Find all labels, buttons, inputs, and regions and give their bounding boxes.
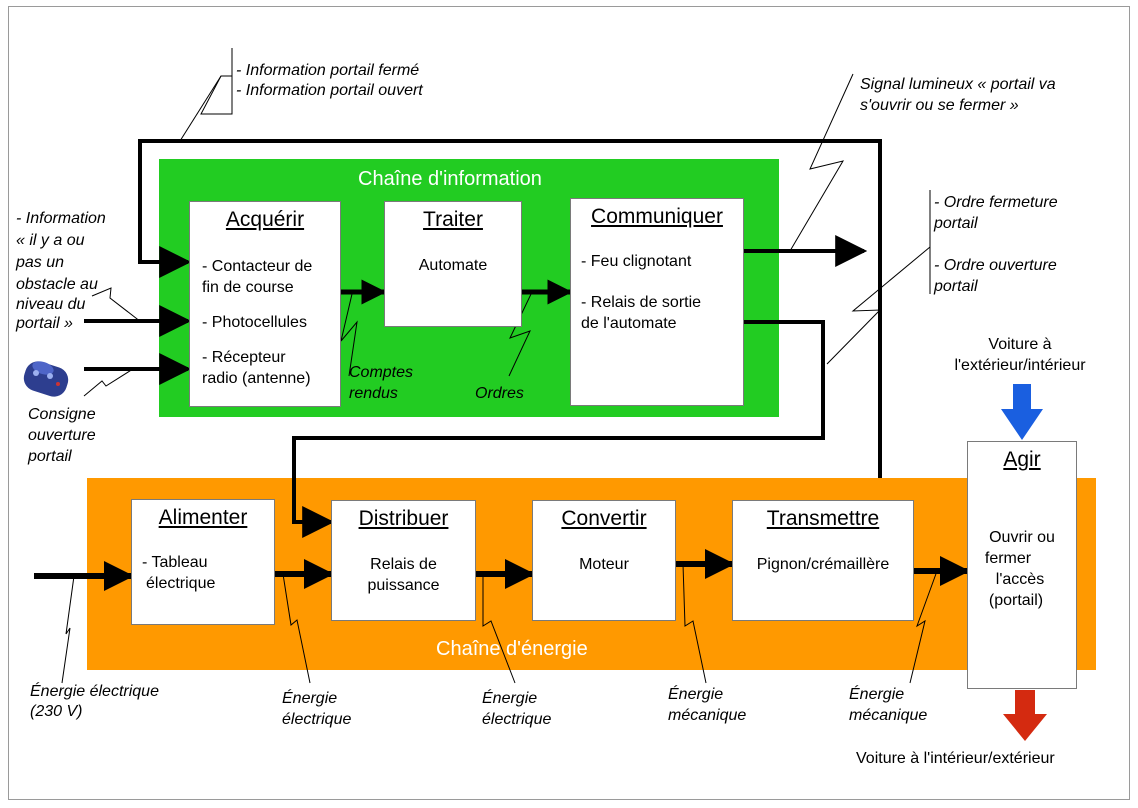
box-acquerir-title: Acquérir [225,208,305,231]
label-obstacle-5: niveau du [16,296,86,313]
energy-chain-title: Chaîne d'énergie [436,638,588,660]
information-chain-title: Chaîne d'information [358,168,542,190]
label-ordre-fermeture-1: - Ordre fermeture [934,194,1058,211]
leader-230 [61,575,75,684]
box-convertir-title: Convertir [561,507,647,530]
box-transmettre: Transmettre Pignon/crémaillère [732,500,914,621]
order-to-distribuer-line [292,320,825,538]
label-obstacle-1: - Information [16,210,106,227]
arrow-in-icon [1001,384,1043,440]
label-energie-meca-1a: Énergie [668,686,724,703]
label-energie-230-1: Énergie électrique [30,683,159,700]
box-communiquer: Communiquer - Feu clignotant - Relais de… [570,198,744,406]
acquerir-line-4: - Récepteur [202,349,286,366]
label-voiture-int: Voiture à l'intérieur/extérieur [856,750,1055,767]
distribuer-line-2: puissance [367,577,440,594]
label-energie-meca-2a: Énergie [849,686,905,703]
acquerir-line-5: radio (antenne) [202,370,311,387]
box-distribuer: Distribuer Relais de puissance [331,500,476,621]
alimenter-line-2: électrique [146,575,216,592]
communiquer-line-2: - Relais de sortie [581,294,702,311]
leader-consigne [83,368,134,397]
agir-line-3: l'accès [995,571,1045,588]
label-energie-elec-2a: Énergie [482,690,538,707]
label-obstacle-6: portail » [16,315,73,332]
agir-line-4: (portail) [988,592,1044,609]
label-comptes-2: rendus [349,385,398,402]
label-consigne-1: Consigne [28,406,96,423]
arrow-out-icon [1003,690,1047,741]
label-energie-meca-1b: mécanique [668,707,747,724]
distribuer-line-1: Relais de [370,556,437,573]
label-comptes-1: Comptes [349,364,414,381]
feedback-line [138,139,882,478]
box-alimenter-title: Alimenter [158,506,248,529]
label-obstacle-4: obstacle au [16,276,98,293]
label-info-portail-1: - Information portail fermé [236,62,420,79]
box-convertir: Convertir Moteur [532,500,676,621]
label-consigne-3: portail [28,448,72,465]
remote-control-icon [23,361,69,397]
label-obstacle-3: pas un [16,254,65,271]
label-signal-1: Signal lumineux « portail va [860,76,1056,93]
label-energie-230-2: (230 V) [30,703,83,720]
leader-elec-1 [282,573,311,684]
box-alimenter: Alimenter - Tableau électrique [131,499,275,625]
transmettre-line-1: Pignon/crémaillère [756,556,890,573]
box-communiquer-title: Communiquer [591,205,723,228]
traiter-line-1: Automate [418,257,488,274]
acquerir-line-2: fin de course [202,279,294,296]
label-ordre-ouverture-2: portail [934,278,978,295]
box-traiter-title: Traiter [423,208,483,231]
label-voiture-ext-2: l'extérieur/intérieur [954,357,1086,374]
box-distribuer-title: Distribuer [358,507,449,530]
label-signal-2: s'ouvrir ou se fermer » [860,97,1019,114]
label-ordre-ouverture-1: - Ordre ouverture [934,257,1057,274]
leader-feedback [179,75,222,142]
leader-meca-2 [909,570,938,684]
label-energie-elec-1b: électrique [282,711,352,728]
alimenter-line-1: - Tableau [142,554,208,571]
leader-meca-1 [682,563,707,684]
agir-line-2: fermer [984,550,1032,567]
leader-elec-2 [482,574,516,684]
leader-comptes [340,293,358,377]
acquerir-line-1: - Contacteur de [202,258,313,275]
label-energie-meca-2b: mécanique [849,707,928,724]
box-traiter: Traiter Automate [384,201,522,327]
label-info-portail-2: - Information portail ouvert [236,82,423,99]
convertir-line-1: Moteur [579,556,629,573]
acquerir-line-3: - Photocellules [202,314,307,331]
box-transmettre-title: Transmettre [766,507,880,530]
communiquer-line-1: - Feu clignotant [581,253,692,270]
box-acquerir: Acquérir - Contacteur de fin de course -… [189,201,341,407]
label-ordre-fermeture-2: portail [934,215,978,232]
label-ordres: Ordres [475,385,524,402]
communiquer-line-3: de l'automate [581,315,677,332]
leader-ordres-sortie [826,246,931,365]
leader-info-portail [200,48,233,115]
label-obstacle-2: « il y a ou [16,232,85,249]
label-consigne-2: ouverture [28,427,96,444]
box-agir-title: Agir [1003,448,1041,471]
leader-signal [789,73,854,252]
label-energie-elec-2b: électrique [482,711,552,728]
leader-obstacle [91,287,142,323]
agir-line-1: Ouvrir ou [989,529,1055,546]
label-voiture-ext-1: Voiture à [988,336,1052,353]
label-energie-elec-1a: Énergie [282,690,338,707]
box-agir: Agir Ouvrir ou fermer l'accès (portail) [967,441,1077,689]
